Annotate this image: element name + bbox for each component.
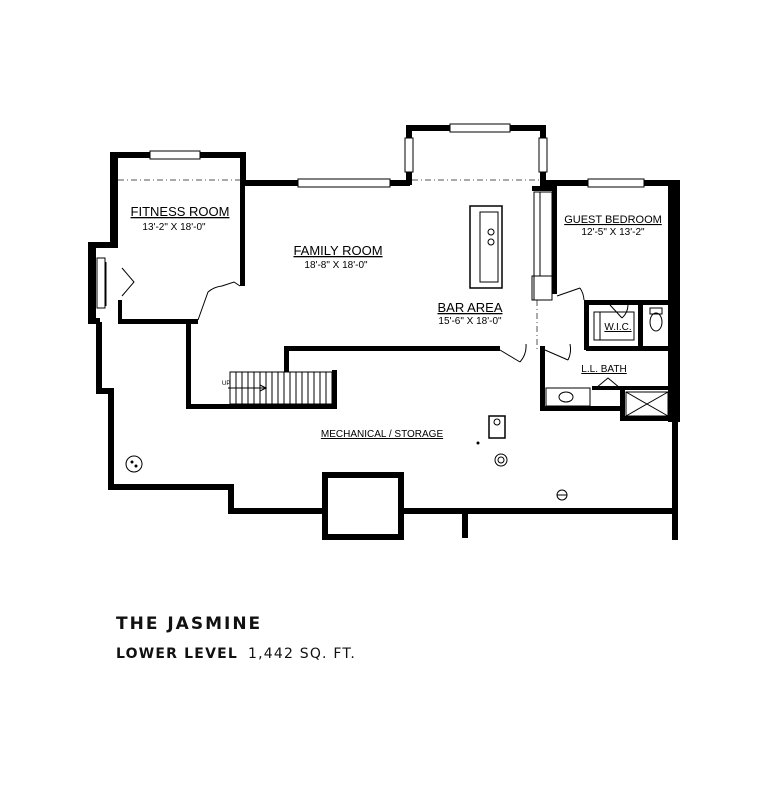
staircase (228, 371, 333, 405)
doors (105, 262, 629, 389)
windows (96, 123, 645, 309)
level-area: 1,442 SQ. FT. (248, 646, 357, 662)
mechanical-storage-label: MECHANICAL / STORAGE (321, 429, 444, 440)
fixtures (545, 307, 669, 417)
plan-title: THE JASMINE (116, 614, 263, 634)
family-room-label: FAMILY ROOM (293, 243, 382, 258)
wic-label: W.I.C. (604, 322, 631, 333)
mechanical-equipment (125, 415, 568, 501)
level-line: LOWER LEVEL 1,442 SQ. FT. (116, 646, 356, 662)
family-room-dims: 18'-8" X 18'-0" (304, 260, 368, 271)
bar-area-label: BAR AREA (437, 300, 502, 315)
bar-area-dims: 15'-6" X 18'-0" (438, 316, 502, 327)
bath-label: L.L. BATH (581, 364, 626, 375)
guest-bedroom-dims: 12'-5" X 13'-2" (581, 227, 645, 238)
interior-walls (118, 186, 672, 421)
floor-plan: FITNESS ROOM 13'-2" X 18'-0" FAMILY ROOM… (88, 123, 680, 540)
level-name: LOWER LEVEL (116, 646, 238, 662)
bar-island (469, 191, 553, 301)
guest-bedroom-label: GUEST BEDROOM (564, 214, 662, 226)
fitness-room-dims: 13'-2" X 18'-0" (142, 222, 206, 233)
fitness-room-label: FITNESS ROOM (131, 204, 230, 219)
stairs-up-label: UP (222, 381, 230, 387)
